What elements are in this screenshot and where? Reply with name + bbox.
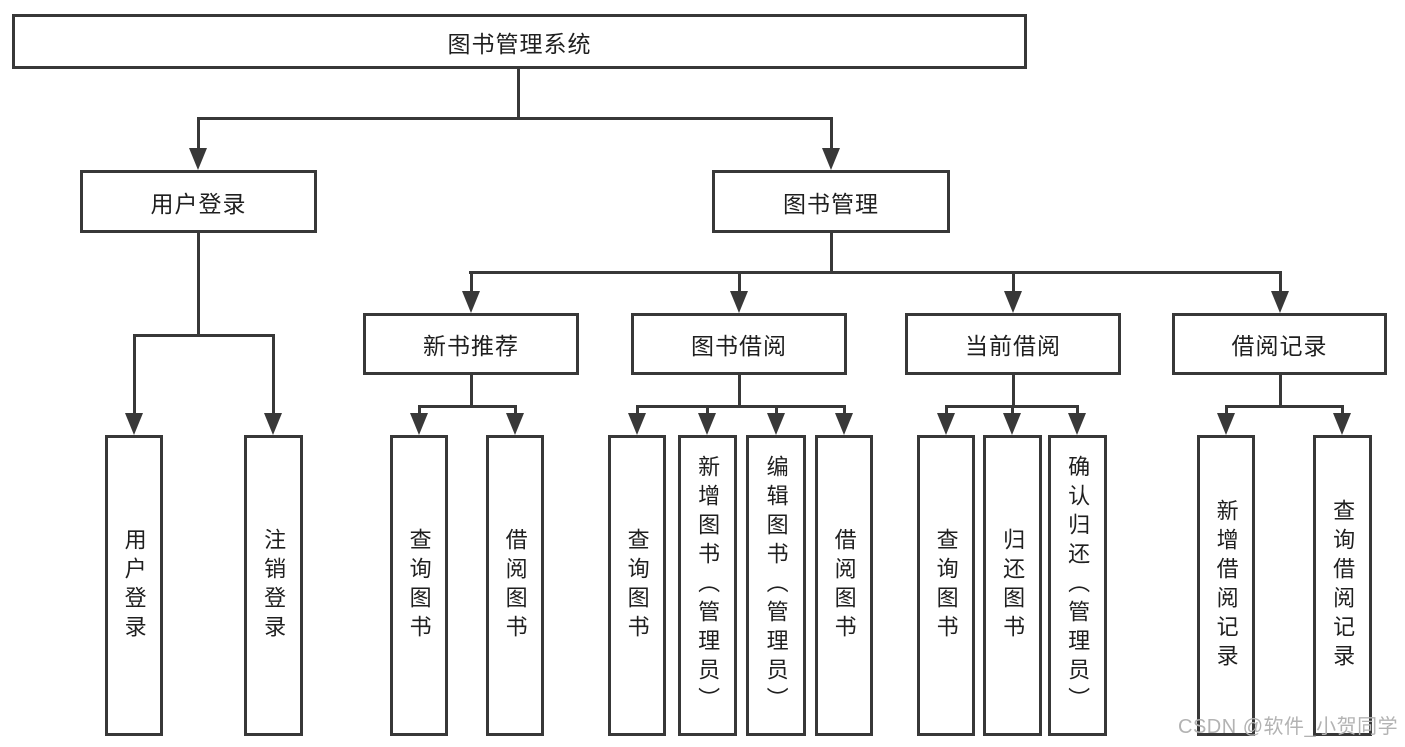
arrowhead-records-add xyxy=(1217,413,1235,435)
leaf-current-confirm-return-admin-label: 确认归还（管理员） xyxy=(1065,455,1091,716)
leaf-logout: 注销登录 xyxy=(244,435,303,736)
arrowhead-borrow-records xyxy=(1271,291,1289,313)
arrowhead-book-management xyxy=(822,148,840,170)
arrowhead-borrow-add xyxy=(698,413,716,435)
connector-stem-current-query xyxy=(945,405,948,417)
node-book-borrow: 图书借阅 xyxy=(631,313,847,375)
node-book-management: 图书管理 xyxy=(712,170,950,233)
connector-stem-current-return xyxy=(1011,405,1014,417)
arrowhead-current-borrow xyxy=(1004,291,1022,313)
leaf-current-return-books: 归还图书 xyxy=(983,435,1042,736)
leaf-newbook-borrow-books-label: 借阅图书 xyxy=(502,527,528,644)
connector-stem-user-login xyxy=(197,117,200,151)
leaf-records-add-record: 新增借阅记录 xyxy=(1197,435,1255,736)
leaf-current-query-books: 查询图书 xyxy=(917,435,975,736)
leaf-borrow-query-books-label: 查询图书 xyxy=(624,527,650,644)
arrowhead-current-return xyxy=(1003,413,1021,435)
arrowhead-newbook-borrow xyxy=(506,413,524,435)
leaf-logout-label: 注销登录 xyxy=(261,527,287,644)
connector-stem-current-confirm xyxy=(1076,405,1079,417)
connector-stem-current-borrow xyxy=(1012,271,1015,294)
arrowhead-borrow-borrow xyxy=(835,413,853,435)
connector-root-trunk xyxy=(517,66,520,120)
arrowhead-current-query xyxy=(937,413,955,435)
connector-stem-book-management xyxy=(830,117,833,151)
arrowhead-user-login xyxy=(189,148,207,170)
connector-stem-book-borrow xyxy=(738,271,741,294)
connector-user-login-crossbar xyxy=(133,334,275,337)
connector-book-management-trunk xyxy=(830,231,833,274)
node-user-login: 用户登录 xyxy=(80,170,317,233)
connector-current-trunk xyxy=(1012,373,1015,408)
leaf-user-login: 用户登录 xyxy=(105,435,163,736)
node-new-book-recommend-label: 新书推荐 xyxy=(423,333,519,359)
leaf-records-add-record-label: 新增借阅记录 xyxy=(1213,498,1239,673)
connector-book-borrow-trunk xyxy=(738,373,741,408)
node-new-book-recommend: 新书推荐 xyxy=(363,313,579,375)
node-user-login-label: 用户登录 xyxy=(150,190,247,217)
leaf-borrow-borrow-books-label: 借阅图书 xyxy=(831,527,857,644)
connector-user-login-trunk xyxy=(197,231,200,337)
node-root: 图书管理系统 xyxy=(12,14,1027,69)
connector-stem-borrow-borrow xyxy=(843,405,846,417)
node-root-label: 图书管理系统 xyxy=(447,30,592,57)
connector-stem-borrow-edit xyxy=(775,405,778,417)
leaf-current-return-books-label: 归还图书 xyxy=(1000,527,1026,644)
arrowhead-leaf-logout xyxy=(264,413,282,435)
connector-stem-leaf-logout xyxy=(272,334,275,416)
leaf-borrow-edit-books-admin-label: 编辑图书（管理员） xyxy=(763,455,789,716)
connector-new-book-crossbar xyxy=(418,405,517,408)
leaf-user-login-label: 用户登录 xyxy=(121,527,147,644)
arrowhead-borrow-query xyxy=(628,413,646,435)
connector-level3-crossbar xyxy=(469,271,1282,274)
leaf-newbook-borrow-books: 借阅图书 xyxy=(486,435,544,736)
connector-stem-records-add xyxy=(1225,405,1228,417)
connector-stem-borrow-query xyxy=(636,405,639,417)
connector-book-borrow-crossbar xyxy=(636,405,846,408)
connector-stem-newbook-borrow xyxy=(514,405,517,417)
leaf-borrow-edit-books-admin: 编辑图书（管理员） xyxy=(746,435,806,736)
watermark: CSDN @软件_小贺同学 xyxy=(1178,716,1399,738)
leaf-records-query-record-label: 查询借阅记录 xyxy=(1330,498,1356,673)
arrowhead-newbook-query xyxy=(410,413,428,435)
node-book-borrow-label: 图书借阅 xyxy=(691,333,787,359)
node-borrow-records-label: 借阅记录 xyxy=(1231,333,1328,359)
connector-stem-newbook-query xyxy=(418,405,421,417)
connector-stem-borrow-records xyxy=(1279,271,1282,294)
connector-new-book-trunk xyxy=(470,373,473,408)
connector-stem-new-book-recommend xyxy=(470,271,473,294)
connector-records-trunk xyxy=(1279,373,1282,408)
leaf-borrow-add-books-admin-label: 新增图书（管理员） xyxy=(695,455,721,716)
arrowhead-borrow-edit xyxy=(767,413,785,435)
node-book-management-label: 图书管理 xyxy=(783,190,879,217)
leaf-current-query-books-label: 查询图书 xyxy=(933,527,959,644)
arrowhead-leaf-user-login xyxy=(125,413,143,435)
leaf-borrow-borrow-books: 借阅图书 xyxy=(815,435,873,736)
leaf-current-confirm-return-admin: 确认归还（管理员） xyxy=(1048,435,1107,736)
node-borrow-records: 借阅记录 xyxy=(1172,313,1387,375)
connector-level2-crossbar xyxy=(197,117,833,120)
connector-stem-borrow-add xyxy=(706,405,709,417)
leaf-records-query-record: 查询借阅记录 xyxy=(1313,435,1372,736)
leaf-newbook-query-books: 查询图书 xyxy=(390,435,448,736)
connector-records-crossbar xyxy=(1225,405,1344,408)
leaf-borrow-add-books-admin: 新增图书（管理员） xyxy=(678,435,737,736)
node-current-borrow: 当前借阅 xyxy=(905,313,1121,375)
node-current-borrow-label: 当前借阅 xyxy=(965,333,1061,359)
leaf-borrow-query-books: 查询图书 xyxy=(608,435,666,736)
connector-stem-leaf-user-login xyxy=(133,334,136,416)
arrowhead-book-borrow xyxy=(730,291,748,313)
arrowhead-current-confirm xyxy=(1068,413,1086,435)
arrowhead-new-book-recommend xyxy=(462,291,480,313)
leaf-newbook-query-books-label: 查询图书 xyxy=(406,527,432,644)
arrowhead-records-query xyxy=(1333,413,1351,435)
connector-stem-records-query xyxy=(1341,405,1344,417)
